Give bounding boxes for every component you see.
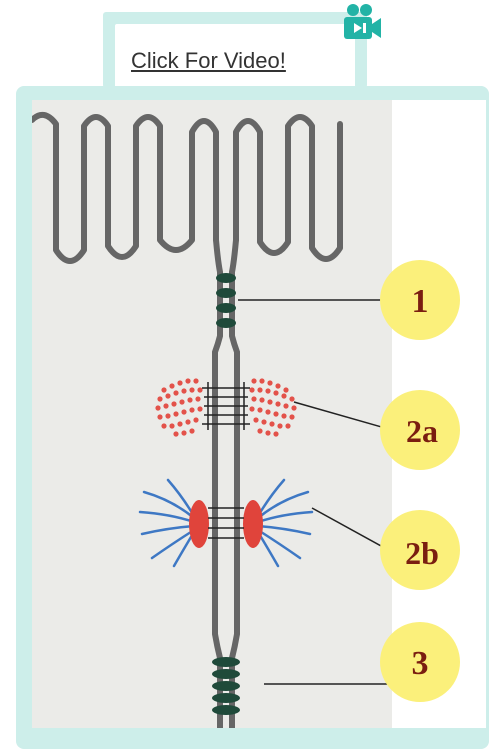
label-3-text: 3 [412,645,429,682]
label-2a: 2a [378,388,462,472]
label-1: 1 [378,258,462,342]
label-1-text: 1 [412,283,429,320]
diagram-panel: 1 2a 2b 3 [32,100,486,728]
label-2b: 2b [378,508,462,592]
video-tab: Click For Video! [103,12,367,88]
video-camera-icon[interactable] [340,2,384,46]
diagram-frame: 1 2a 2b 3 [16,86,489,749]
label-3: 3 [378,620,462,704]
video-link[interactable]: Click For Video! [131,48,286,74]
label-2a-text: 2a [406,413,438,449]
video-tab-inner: Click For Video! [115,24,355,88]
cell-junction-diagram [32,100,392,728]
label-2b-text: 2b [405,535,439,571]
